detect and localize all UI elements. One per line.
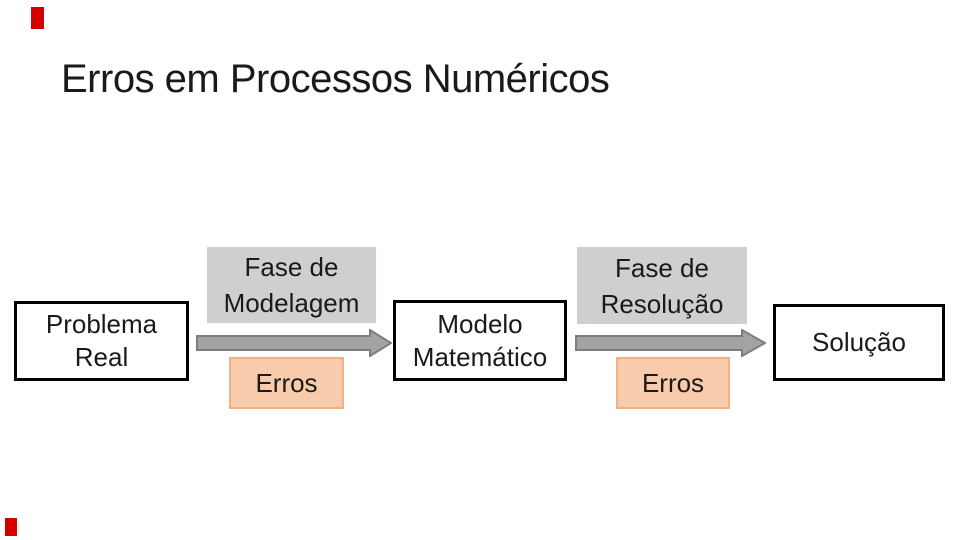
phase-label-resolucao: Fase de Resolução: [577, 247, 747, 324]
errors-box-resolucao: Erros: [616, 357, 730, 409]
node-label-line: Problema: [45, 309, 158, 339]
red-accent-bottom-left: [5, 518, 17, 536]
node-label-line: Matemático: [412, 341, 548, 372]
node-modelo-matematico: Modelo Matemático: [393, 300, 567, 381]
node-label-line: Modelo: [437, 308, 523, 339]
node-label-line: Solução: [812, 327, 906, 357]
red-accent-top-left: [31, 7, 44, 29]
node-solucao: Solução: [773, 304, 945, 381]
slide-title: Erros em Processos Numéricos: [61, 57, 610, 101]
node-problema-real: Problema Real: [14, 301, 189, 381]
block-arrow-icon: [196, 329, 392, 357]
errors-box-modelagem: Erros: [229, 357, 344, 409]
phase-label-line: Resolução: [600, 288, 724, 319]
phase-label-modelagem: Fase de Modelagem: [207, 247, 376, 323]
node-label-line: Real: [74, 342, 129, 372]
phase-label-line: Fase de: [244, 252, 339, 282]
errors-label: Erros: [255, 367, 318, 398]
flow-arrow-modelagem: [196, 329, 392, 357]
block-arrow-icon: [575, 329, 766, 357]
flow-arrow-resolucao: [575, 329, 766, 357]
phase-label-line: Modelagem: [223, 288, 360, 318]
errors-label: Erros: [641, 367, 705, 398]
phase-label-line: Fase de: [615, 252, 709, 283]
